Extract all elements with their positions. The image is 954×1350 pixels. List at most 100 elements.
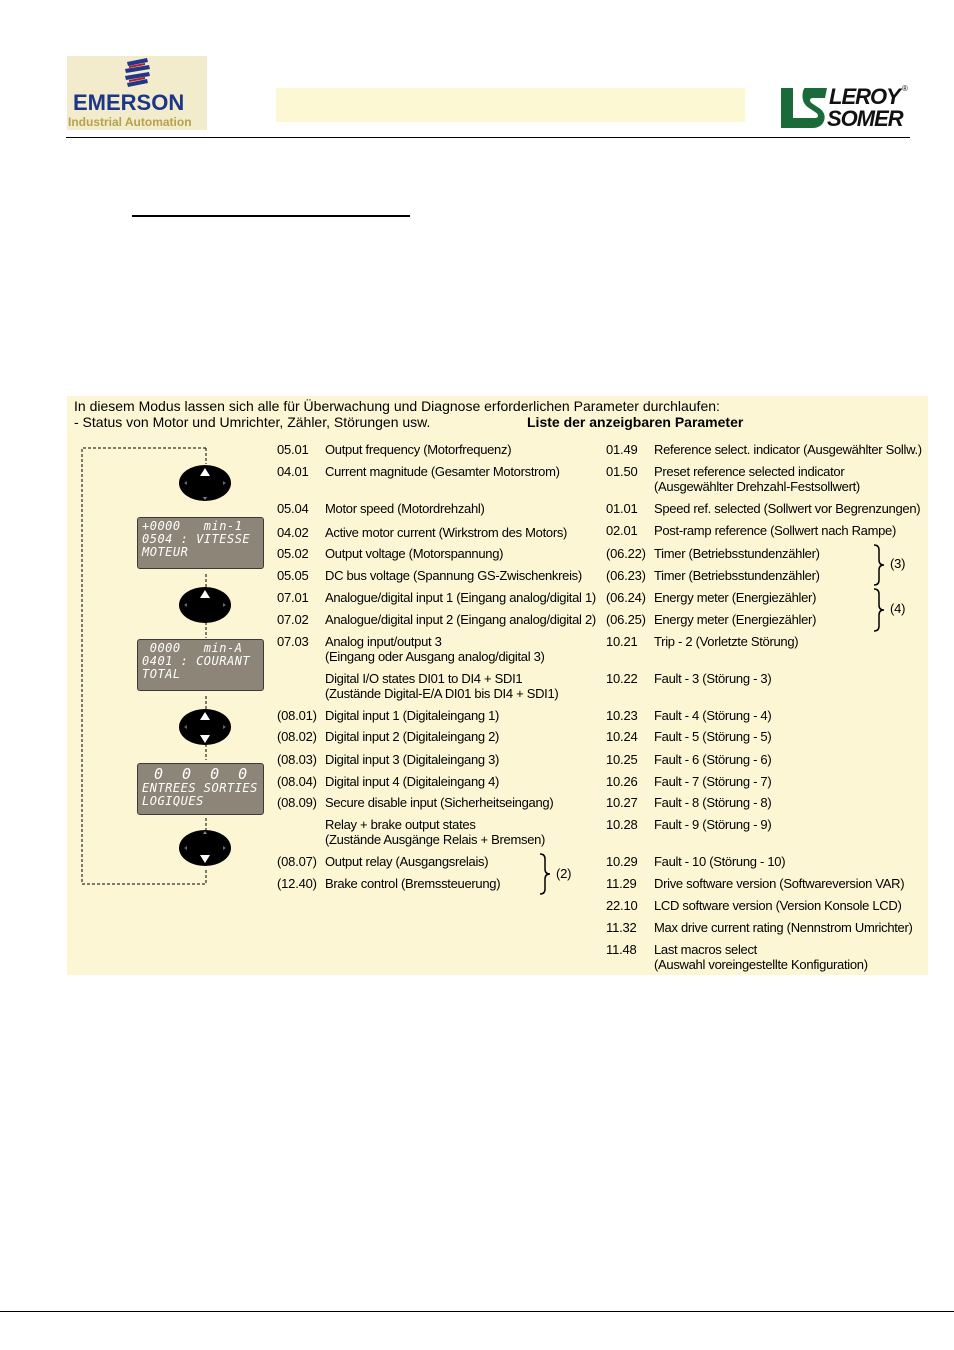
param-code: 10.25	[606, 752, 638, 767]
emerson-wordmark: EMERSON	[73, 90, 185, 115]
param-desc: Energy meter (Energiezähler)	[654, 612, 817, 627]
param-code: 10.26	[606, 774, 638, 789]
param-code: 11.29	[606, 876, 637, 891]
param-desc: Secure disable input (Sicherheitseingang…	[325, 795, 554, 810]
param-desc: Analogue/digital input 2 (Eingang analog…	[325, 612, 596, 627]
param-desc: Analog input/output 3	[325, 634, 442, 649]
param-code: 05.01	[277, 442, 309, 457]
navigation-keypad-icon[interactable]	[178, 829, 232, 867]
param-code: (06.23)	[606, 568, 646, 583]
navigation-loop-diagram	[81, 447, 207, 885]
brace-note: (4)	[890, 601, 906, 616]
footer-rule	[0, 1311, 954, 1312]
lcd-line: TOTAL	[142, 667, 181, 681]
param-desc: Post-ramp reference (Sollwert nach Rampe…	[654, 523, 897, 538]
lcd-line: ENTREES SORTIES	[142, 781, 258, 795]
param-code: 05.04	[277, 501, 309, 516]
lcd-line: 0504 : VITESSE	[142, 532, 251, 546]
lcd-line: LOGIQUES	[142, 794, 204, 808]
param-desc: Fault - 6 (Störung - 6)	[654, 752, 772, 767]
param-desc: Timer (Betriebsstundenzähler)	[654, 546, 820, 561]
param-desc: Trip - 2 (Vorletzte Störung)	[654, 634, 799, 649]
param-desc: Digital input 1 (Digitaleingang 1)	[325, 708, 500, 723]
param-desc-secondary: (Auswahl voreingestellte Konfiguration)	[654, 957, 868, 972]
param-desc: Fault - 4 (Störung - 4)	[654, 708, 772, 723]
param-desc: Fault - 9 (Störung - 9)	[654, 817, 772, 832]
param-desc-secondary: (Ausgewählter Drehzahl-Festsollwert)	[654, 479, 860, 494]
lcd-line: 0 0 0 0	[154, 765, 253, 783]
param-desc: Digital input 4 (Digitaleingang 4)	[325, 774, 500, 789]
param-code: (12.40)	[277, 876, 317, 891]
emerson-logo-icon	[125, 58, 150, 87]
param-desc: Current magnitude (Gesamter Motorstrom)	[325, 464, 560, 479]
lcd-line: 0401 : COURANT	[142, 654, 251, 668]
param-desc: Active motor current (Wirkstrom des Moto…	[325, 525, 568, 540]
param-desc: Drive software version (Softwareversion …	[654, 876, 905, 891]
curly-brace-icon	[873, 588, 885, 632]
param-code: 02.01	[606, 523, 638, 538]
lcd-display-motor-speed: +0000 min-1 0504 : VITESSE MOTEUR	[137, 517, 264, 569]
brace-note: (2)	[556, 866, 572, 881]
param-code: 11.32	[606, 920, 637, 935]
leroy-somer-logo-icon	[781, 88, 827, 128]
param-desc: Fault - 5 (Störung - 5)	[654, 729, 772, 744]
param-code: (08.07)	[277, 854, 317, 869]
curly-brace-icon	[873, 544, 885, 586]
param-code: 11.48	[606, 942, 637, 957]
param-group-title: Relay + brake output states	[325, 817, 476, 832]
param-desc: Fault - 3 (Störung - 3)	[654, 671, 772, 686]
param-code: 10.29	[606, 854, 638, 869]
param-desc: Speed ref. selected (Sollwert vor Begren…	[654, 501, 921, 516]
param-desc: DC bus voltage (Spannung GS-Zwischenkrei…	[325, 568, 582, 583]
navigation-keypad-icon[interactable]	[178, 586, 232, 624]
navigation-keypad-icon[interactable]	[178, 464, 232, 502]
param-code: 10.22	[606, 671, 638, 686]
param-code: 05.05	[277, 568, 309, 583]
param-code: (06.24)	[606, 590, 646, 605]
header-rule	[66, 137, 910, 138]
leroy-wordmark-line2: SOMER	[827, 106, 904, 131]
param-code: 01.49	[606, 442, 638, 457]
param-desc: Max drive current rating (Nennstrom Umri…	[654, 920, 913, 935]
param-desc: Output relay (Ausgangsrelais)	[325, 854, 489, 869]
param-code: 07.01	[277, 590, 309, 605]
param-code: 10.28	[606, 817, 638, 832]
param-code: (08.02)	[277, 729, 317, 744]
param-desc: Fault - 8 (Störung - 8)	[654, 795, 772, 810]
param-code: (08.04)	[277, 774, 317, 789]
emerson-logo: EMERSON Industrial Automation	[67, 56, 207, 130]
param-code: (06.25)	[606, 612, 646, 627]
param-code: (06.22)	[606, 546, 646, 561]
registered-mark: ®	[902, 84, 908, 93]
brace-note: (3)	[890, 556, 906, 571]
param-code: 10.24	[606, 729, 638, 744]
param-desc: Digital input 3 (Digitaleingang 3)	[325, 752, 500, 767]
intro-line-1: In diesem Modus lassen sich alle für Übe…	[74, 398, 720, 414]
section-title-underline	[132, 215, 410, 217]
param-desc: Fault - 10 (Störung - 10)	[654, 854, 786, 869]
lcd-line: MOTEUR	[142, 545, 189, 559]
param-desc: Analogue/digital input 1 (Eingang analog…	[325, 590, 596, 605]
param-desc: Last macros select	[654, 942, 757, 957]
param-desc: Fault - 7 (Störung - 7)	[654, 774, 772, 789]
parameter-list-title: Liste der anzeigbaren Parameter	[527, 414, 744, 430]
param-desc: Reference select. indicator (Ausgewählte…	[654, 442, 922, 457]
param-code: 04.02	[277, 525, 309, 540]
param-code: (08.09)	[277, 795, 317, 810]
param-desc: Motor speed (Motordrehzahl)	[325, 501, 485, 516]
param-code: 10.21	[606, 634, 638, 649]
param-code: 07.02	[277, 612, 309, 627]
param-desc-secondary: (Eingang oder Ausgang analog/digital 3)	[325, 649, 545, 664]
param-desc: Preset reference selected indicator	[654, 464, 845, 479]
param-desc: Energy meter (Energiezähler)	[654, 590, 817, 605]
param-desc: Timer (Betriebsstundenzähler)	[654, 568, 820, 583]
param-code: 22.10	[606, 898, 638, 913]
intro-line-2: - Status von Motor und Umrichter, Zähler…	[74, 414, 431, 430]
param-desc: Digital input 2 (Digitaleingang 2)	[325, 729, 500, 744]
param-code: (08.01)	[277, 708, 317, 723]
curly-brace-icon	[539, 853, 551, 895]
param-code: 01.01	[606, 501, 638, 516]
navigation-keypad-icon[interactable]	[178, 708, 232, 746]
param-desc: Output frequency (Motorfrequenz)	[325, 442, 512, 457]
lcd-line: 0000 min-A	[142, 641, 243, 655]
